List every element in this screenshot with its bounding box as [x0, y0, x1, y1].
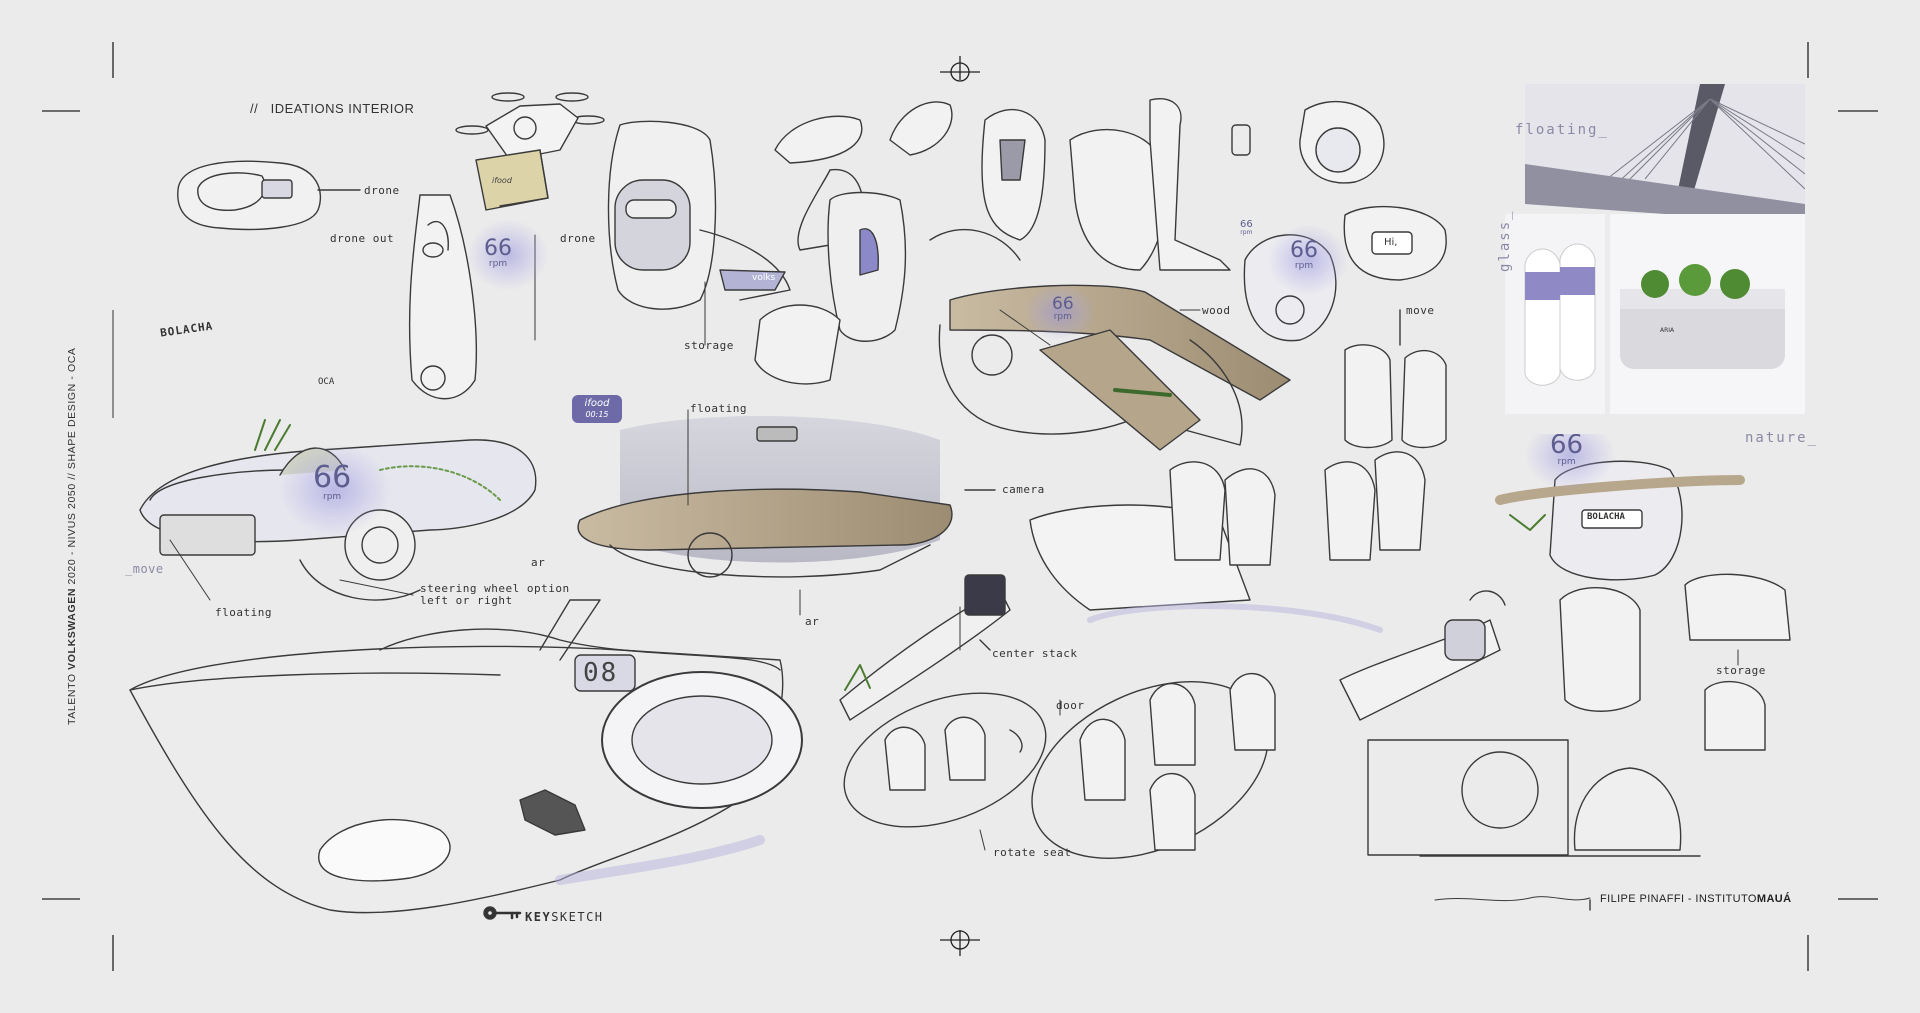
label-storage: storage	[684, 339, 734, 352]
drone-sketch	[455, 92, 605, 211]
steering-sketch-rpm	[1495, 460, 1745, 581]
label-wood: wood	[1202, 304, 1231, 317]
mood-glass-label: glass_	[1497, 209, 1513, 272]
seat-cluster-center	[1029, 451, 1426, 633]
key-icon	[483, 906, 522, 920]
rpm-glow-3	[1025, 285, 1095, 340]
keysketch-logo: KEYSKETCH	[525, 910, 604, 924]
seats-top-right	[1069, 98, 1385, 271]
car-rear-sketch	[1367, 739, 1701, 857]
console-sketch	[1339, 590, 1506, 721]
storage-seat-sketch	[607, 120, 791, 310]
label-door: door	[1056, 699, 1085, 712]
volks-label: volks	[752, 273, 776, 283]
label-drone-out: drone out	[330, 232, 395, 245]
label-floating-2: floating	[215, 606, 272, 619]
label-steering-1: steering wheel option	[420, 582, 570, 595]
move-seats	[1344, 309, 1447, 449]
side-caption: TALENTO VOLKSWAGEN 2020 - NIVUS 2050 // …	[66, 347, 78, 725]
mood-nature-label: nature_	[1745, 430, 1819, 446]
label-floating: floating	[690, 402, 747, 415]
rpm-glow-2	[280, 445, 390, 535]
label-move: move	[1406, 304, 1435, 317]
storage-seats-right	[1559, 573, 1791, 751]
label-drone-2: drone	[560, 232, 596, 245]
signature	[1434, 896, 1591, 902]
wood-dashboard-sketch	[938, 284, 1291, 451]
label-center-stack: center stack	[992, 647, 1078, 660]
label-rotate-seat: rotate seat	[993, 846, 1072, 859]
moodboard-collage: ARIA	[1485, 84, 1805, 434]
crop-marks	[42, 42, 1878, 971]
car-topview-sketch	[177, 160, 361, 231]
page-title: // IDEATIONS INTERIOR	[250, 101, 415, 116]
shell-seats-top	[774, 101, 1046, 261]
hi-greeting-label: Hi,	[1384, 237, 1398, 248]
label-move-2: _move	[125, 562, 164, 576]
center-stack-sketch	[839, 574, 1011, 721]
author-credit: FILIPE PINAFFI - INSTITUTOMAUÁ	[1600, 893, 1792, 905]
seat-sketch-1	[408, 194, 477, 400]
label-drone: drone	[364, 184, 400, 197]
rotate-seat-sketch	[843, 692, 1047, 828]
floating-dashboard-sketch	[577, 416, 996, 578]
cockpit-sketch	[129, 599, 803, 914]
mood-floating-label: floating_	[1515, 122, 1609, 138]
digital-speed-display: 08	[583, 658, 619, 688]
aria-brand: ARIA	[1660, 327, 1675, 334]
racing-seat-sketch	[754, 191, 907, 385]
label-camera: camera	[1002, 483, 1045, 496]
rpm-glow-4	[1268, 225, 1348, 295]
label-steering-2: left or right	[420, 594, 513, 607]
ifood-box-label: ifood	[492, 176, 512, 185]
oca-label: OCA	[318, 377, 335, 387]
bolacha-label-2: BOLACHA	[1587, 512, 1625, 522]
rpm-glow-1	[468, 220, 548, 290]
door-seats-sketch	[1031, 673, 1276, 859]
label-storage-2: storage	[1716, 664, 1766, 677]
label-ar-2: ar	[805, 615, 820, 628]
label-ar: ar	[531, 556, 546, 569]
